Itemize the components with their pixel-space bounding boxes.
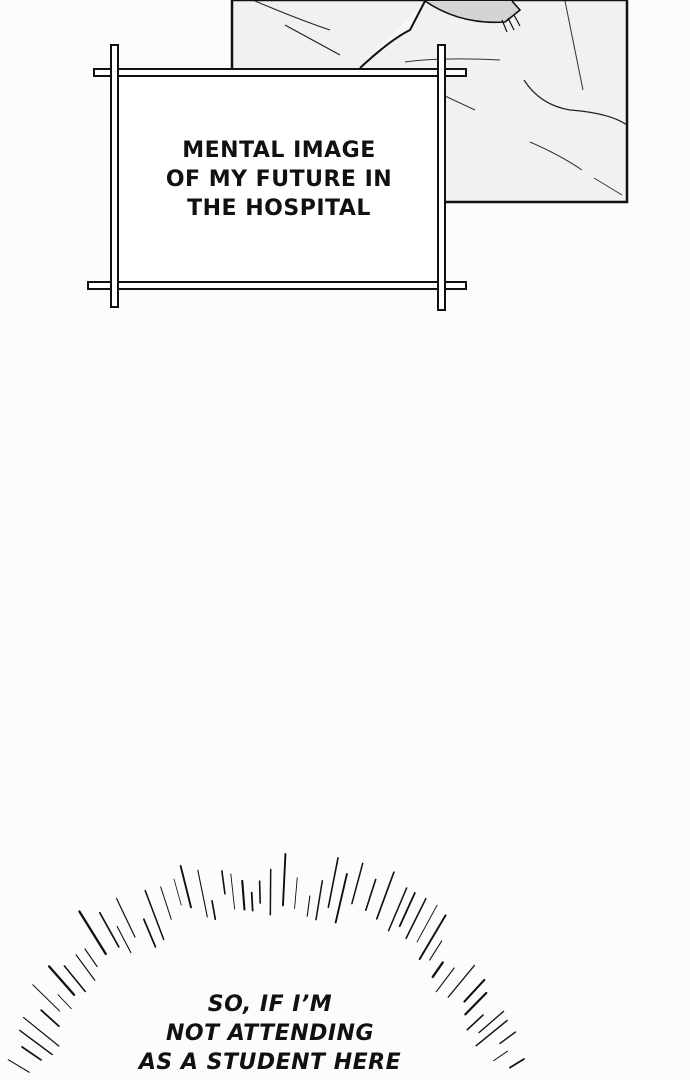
burst-line: [463, 978, 486, 1003]
burst-line: [429, 940, 443, 961]
emphasis-burst-lines: [7, 853, 525, 1073]
burst-line: [405, 897, 427, 940]
burst-line: [173, 878, 182, 906]
burst-line: [334, 872, 348, 924]
burst-line: [294, 877, 298, 910]
burst-line: [447, 964, 476, 998]
caption-line: MENTAL IMAGE: [182, 138, 376, 163]
caption-line: OF MY FUTURE IN: [165, 167, 393, 192]
speech-text: SO, IF I’M NOT ATTENDING AS A STUDENT HE…: [100, 990, 440, 1077]
burst-line: [7, 1059, 30, 1073]
burst-line: [221, 870, 226, 895]
burst-line: [197, 869, 208, 918]
burst-line: [78, 910, 107, 956]
caption-line: THE HOSPITAL: [187, 196, 371, 221]
burst-line: [179, 865, 192, 909]
burst-line: [509, 1058, 525, 1069]
burst-line: [364, 878, 377, 912]
burst-line: [475, 1019, 508, 1047]
speech-line: AS A STUDENT HERE: [138, 1050, 402, 1075]
burst-line: [241, 879, 246, 911]
burst-line: [306, 895, 311, 917]
burst-line: [57, 994, 72, 1010]
burst-line: [47, 965, 76, 996]
burst-line: [116, 925, 132, 954]
caption-box-frame: [87, 44, 467, 311]
burst-line: [19, 1029, 53, 1056]
speech-line: NOT ATTENDING: [165, 1021, 375, 1046]
burst-line: [211, 900, 217, 921]
burst-line: [464, 991, 488, 1016]
burst-line: [75, 954, 96, 981]
burst-line: [435, 967, 455, 993]
burst-line: [431, 961, 444, 979]
burst-line: [21, 1046, 42, 1061]
burst-line: [98, 911, 120, 948]
burst-line: [499, 1031, 517, 1045]
burst-line: [416, 904, 438, 943]
burst-line: [63, 965, 86, 993]
burst-line: [493, 1050, 509, 1062]
burst-line: [250, 891, 254, 912]
burst-line: [398, 892, 416, 928]
burst-line: [84, 948, 98, 968]
burst-line: [315, 880, 324, 921]
burst-line: [40, 1009, 60, 1028]
burst-line: [418, 914, 447, 961]
burst-line: [375, 871, 395, 920]
speech-line: SO, IF I’M: [207, 992, 333, 1017]
burst-line: [230, 873, 236, 910]
burst-line: [115, 897, 136, 938]
burst-line: [387, 887, 408, 932]
burst-line: [466, 1014, 484, 1031]
burst-line: [143, 918, 157, 948]
burst-line: [478, 1010, 505, 1034]
burst-line: [282, 853, 287, 907]
burst-line: [258, 880, 261, 904]
burst-line: [327, 857, 339, 909]
burst-line: [32, 984, 61, 1012]
narration-caption: MENTAL IMAGE OF MY FUTURE IN THE HOSPITA…: [120, 136, 438, 223]
burst-line: [144, 889, 165, 941]
burst-line: [160, 886, 172, 920]
burst-line: [351, 862, 364, 905]
burst-line: [22, 1016, 60, 1047]
